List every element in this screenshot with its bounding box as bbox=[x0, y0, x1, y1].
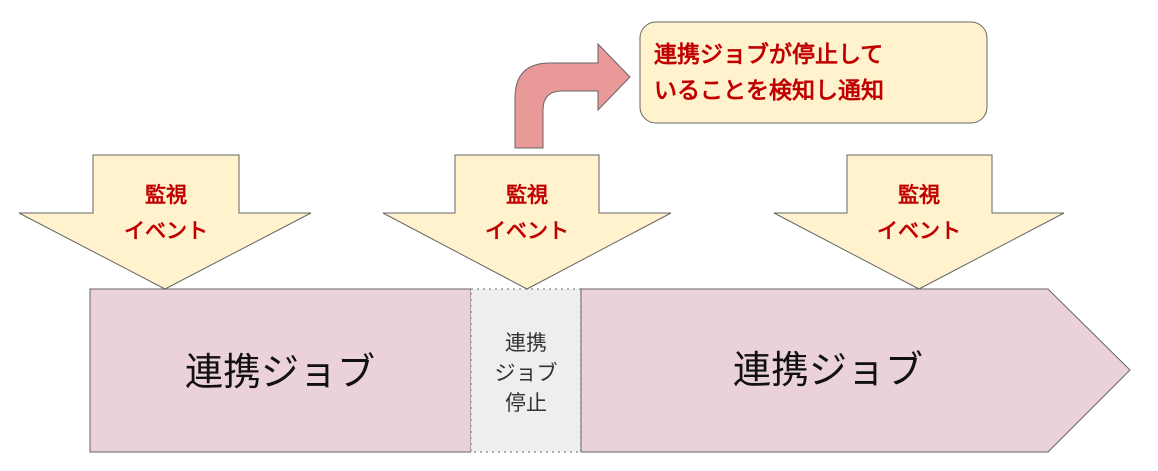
monitor-event-arrow-1: 監視 イベント bbox=[18, 154, 312, 290]
job-bar-2-shape bbox=[580, 288, 1131, 453]
stopped-label-line2: ジョブ bbox=[495, 361, 558, 385]
notify-curved-arrow bbox=[514, 42, 631, 149]
monitor-event-2-line1: 監視 bbox=[506, 183, 548, 207]
callout-line2: いることを検知し通知 bbox=[654, 77, 884, 104]
stopped-label-line3: 停止 bbox=[505, 391, 547, 415]
stopped-segment-shape bbox=[470, 288, 582, 453]
job-bar-1-label: 連携ジョブ bbox=[185, 350, 375, 394]
job-bar-2: 連携ジョブ bbox=[580, 288, 1131, 453]
monitor-event-3-line2: イベント bbox=[877, 219, 961, 243]
stopped-segment: 連携 ジョブ 停止 bbox=[470, 288, 582, 453]
monitor-event-arrow-2: 監視 イベント bbox=[382, 154, 672, 290]
monitor-event-2-line2: イベント bbox=[485, 219, 569, 243]
job-bar-1: 連携ジョブ bbox=[89, 288, 472, 453]
job-bar-2-label: 連携ジョブ bbox=[733, 348, 923, 392]
monitor-event-arrow-1-shape bbox=[18, 154, 312, 290]
notification-callout: 連携ジョブが停止して いることを検知し通知 bbox=[639, 21, 988, 124]
monitor-event-1-line2: イベント bbox=[124, 219, 208, 243]
monitor-event-1-line1: 監視 bbox=[145, 183, 187, 207]
monitor-event-arrow-3-shape bbox=[773, 154, 1065, 290]
monitor-event-arrow-2-shape bbox=[382, 154, 672, 290]
callout-line1: 連携ジョブが停止して bbox=[654, 41, 883, 68]
monitor-event-3-line1: 監視 bbox=[898, 183, 940, 207]
job-bar-1-shape bbox=[89, 288, 472, 453]
notification-callout-box bbox=[639, 21, 988, 124]
stopped-label-line1: 連携 bbox=[505, 331, 547, 355]
monitor-event-arrow-3: 監視 イベント bbox=[773, 154, 1065, 290]
